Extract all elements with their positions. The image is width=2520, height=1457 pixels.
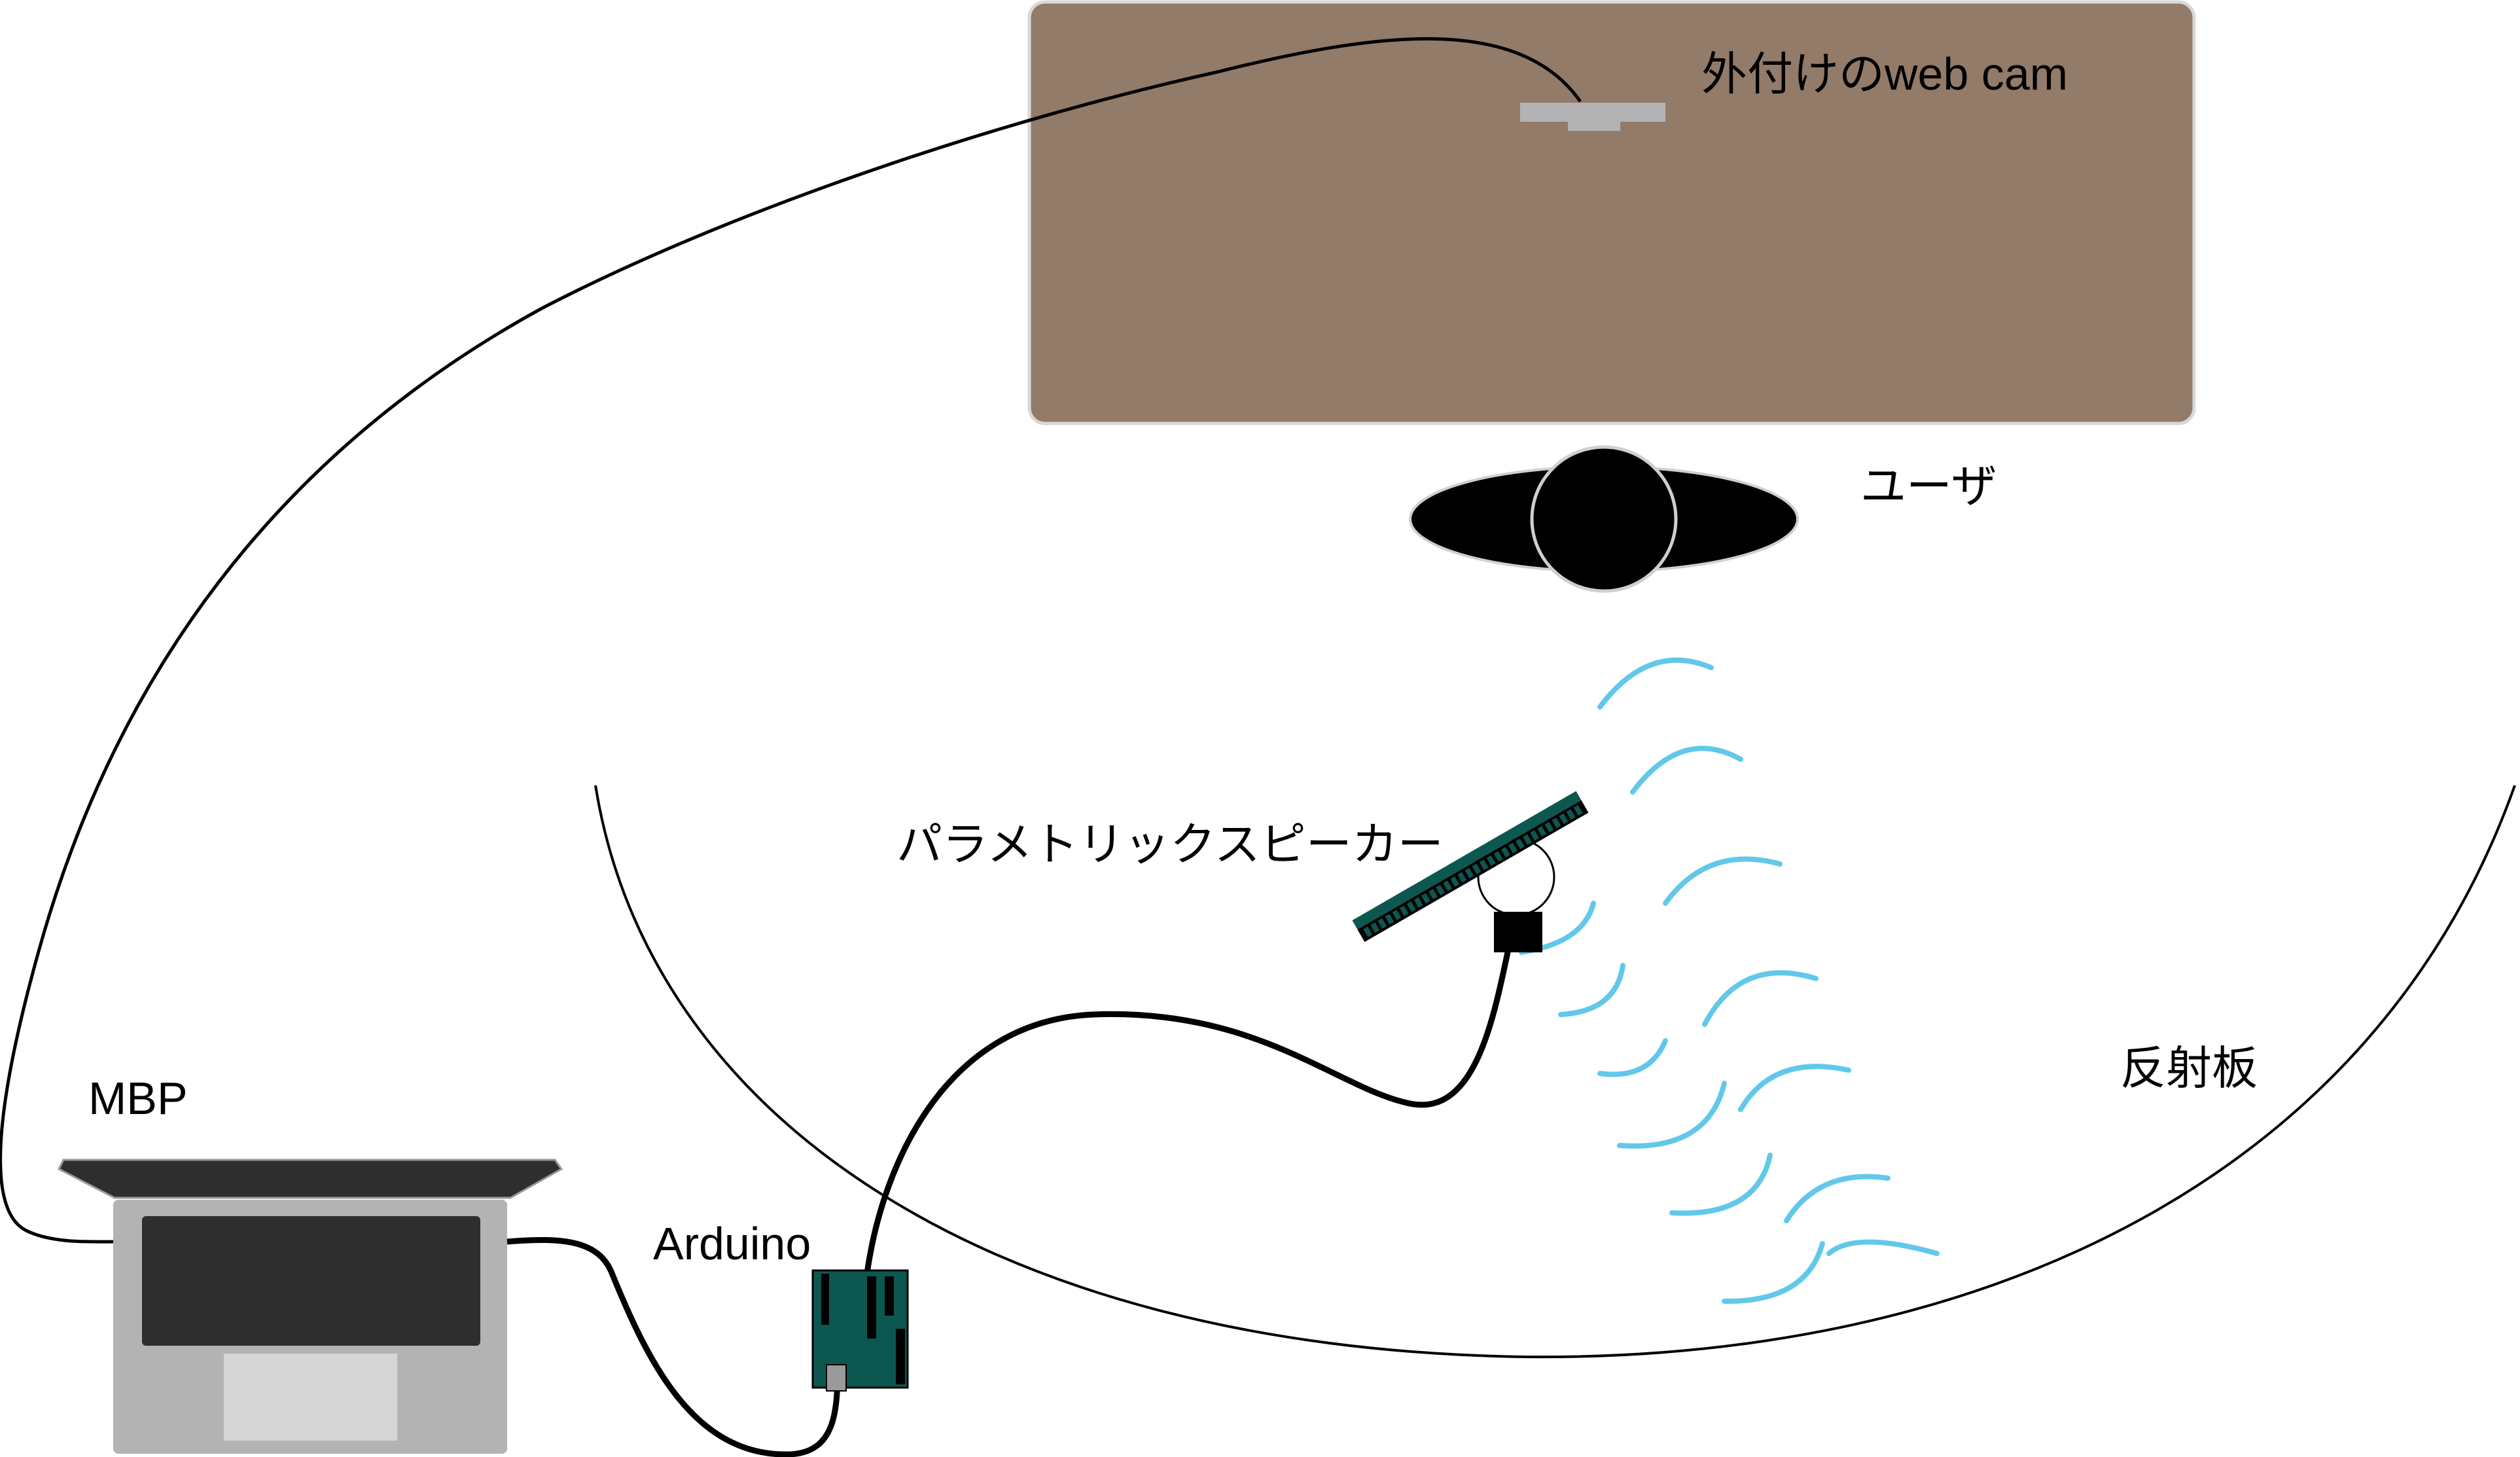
speaker-grille-cell	[1523, 834, 1532, 845]
mbp-arduino-cable	[506, 1236, 841, 1457]
speaker-grille-cell	[1421, 893, 1430, 904]
speaker-grille-cell	[1573, 805, 1583, 816]
speaker-grille-cell	[1537, 826, 1547, 837]
webcam-cable	[0, 37, 1582, 1244]
arduino-board	[811, 1269, 909, 1392]
speaker-mount	[1494, 912, 1542, 952]
parametric-speaker	[1352, 791, 1589, 943]
mbp-laptop	[57, 1159, 563, 1454]
sound-waves	[1519, 657, 1940, 1304]
speaker-grille-cell	[1436, 884, 1445, 895]
mbp-label: MBP	[88, 1073, 188, 1124]
arduino-label: Arduino	[653, 1218, 811, 1269]
speaker-grille-cell	[1370, 922, 1380, 933]
speaker-grille-cell	[1457, 872, 1467, 883]
speaker-grille-cell	[1500, 847, 1510, 858]
speaker-grille-cell	[1516, 838, 1525, 850]
speaker-grille-cell	[1493, 851, 1503, 862]
speaker-grille-cell	[1363, 926, 1373, 937]
speaker-grille-cell	[1406, 901, 1416, 912]
speaker-grille-cell	[1443, 880, 1453, 891]
user-label: ユーザ	[1860, 461, 1997, 512]
desk	[1027, 0, 2196, 425]
speaker-grille-cell	[1559, 813, 1569, 824]
user-figure	[1409, 445, 1799, 593]
speaker-grille-cell	[1377, 918, 1387, 929]
webcam-label: 外付けのweb cam	[1701, 48, 2068, 99]
webcam-icon	[1520, 103, 1665, 131]
speaker-label: パラメトリックスピーカー	[896, 819, 1444, 870]
speaker-grille-cell	[1399, 905, 1409, 916]
speaker-grille-cell	[1429, 889, 1438, 900]
speaker-grille-cell	[1544, 821, 1554, 833]
reflector-label: 反射板	[2120, 1043, 2258, 1094]
reflector-arc	[594, 785, 2516, 1359]
speaker-cable	[864, 948, 1512, 1274]
speaker-grille-cell	[1530, 830, 1540, 841]
speaker-grille-cell	[1413, 897, 1423, 908]
speaker-grille-cell	[1450, 876, 1460, 887]
speaker-grille-cell	[1552, 818, 1561, 829]
speaker-grille-cell	[1464, 868, 1474, 879]
speaker-grille-cell	[1392, 910, 1402, 921]
speaker-grille-cell	[1385, 914, 1394, 925]
speaker-grille-cell	[1479, 859, 1489, 871]
speaker-grille-cell	[1486, 855, 1496, 866]
speaker-grille-cell	[1566, 809, 1576, 820]
speaker-grille-cell	[1472, 863, 1482, 874]
speaker-grille-cell	[1508, 842, 1517, 854]
